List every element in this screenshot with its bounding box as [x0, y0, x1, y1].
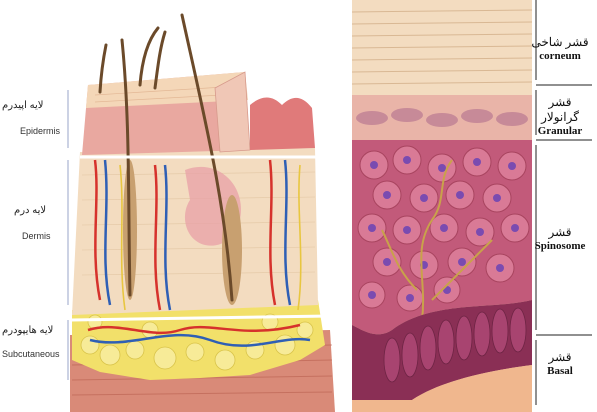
basal-label: قشر Basal — [529, 350, 591, 377]
spinosome-label-fa: قشر — [529, 225, 591, 240]
corneum-label-fa: قشر شاخی — [529, 35, 591, 50]
dermis-label-fa: لایه درم — [14, 205, 46, 216]
dermis-label-en: Dermis — [22, 231, 51, 241]
spinosome-label-en: Spinosome — [529, 240, 591, 252]
epidermis-label-fa: لایه اپیدرم — [2, 100, 43, 111]
spinosome-label: قشر Spinosome — [529, 225, 591, 252]
basal-label-en: Basal — [529, 365, 591, 377]
epidermis-magnified: قشر شاخی corneum قشر گرانولار Granular ق… — [352, 0, 597, 412]
granular-label-fa: قشر گرانولار — [529, 95, 591, 125]
corneum-label-en: corneum — [529, 50, 591, 62]
basal-label-fa: قشر — [529, 350, 591, 365]
epidermis-label-en: Epidermis — [20, 126, 60, 136]
corneum-label: قشر شاخی corneum — [529, 35, 591, 62]
skin-cross-section: لایه اپیدرم Epidermis لایه درم Dermis لا… — [0, 0, 340, 412]
granular-label: قشر گرانولار Granular — [529, 95, 591, 137]
subcutaneous-label-en: Subcutaneous — [2, 349, 60, 359]
subcutaneous-label-fa: لایه هایپودرم — [2, 325, 53, 336]
granular-label-en: Granular — [529, 125, 591, 137]
dermal-papillae — [250, 98, 315, 151]
